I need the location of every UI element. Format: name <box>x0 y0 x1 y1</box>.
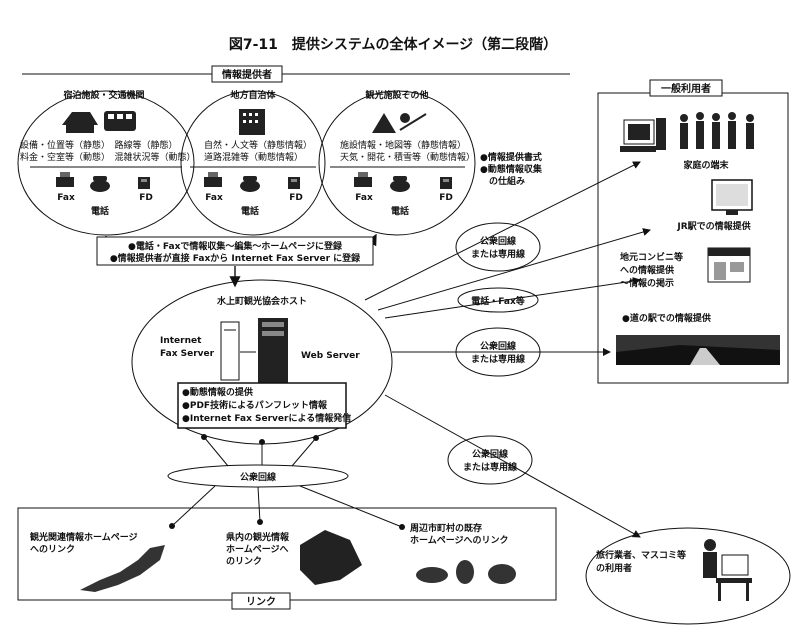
device-label-phone: 電話 <box>241 205 259 217</box>
convenience-store-icon <box>707 247 751 283</box>
collection-note-1: ●電話・Faxで情報収集～編集～ホームページに登録 <box>128 240 343 252</box>
phone-icon <box>240 176 260 192</box>
convenience-label-2: への情報提供 <box>620 264 674 276</box>
general-users-label: 一般利用者 <box>661 82 711 95</box>
phone-icon <box>90 176 110 192</box>
link-item-3-line-2: ホームページへのリンク <box>410 535 509 546</box>
channel-label-2-line-2: または専用線 <box>471 353 525 365</box>
provider-name-lodging: 宿泊施設・交通機関 <box>63 89 144 101</box>
web-server-icon <box>258 318 288 384</box>
device-label-fax: Fax <box>205 193 223 203</box>
device-label-fd: FD <box>289 193 303 203</box>
provider-line-lodging-1: 設備・位置等（静態） 路線等（静態） <box>20 139 178 151</box>
general-users-label-box <box>649 79 723 97</box>
office-worker-icon <box>703 539 752 601</box>
office-building-icon <box>239 109 265 135</box>
providers-label-box <box>211 65 283 83</box>
provider-note-1: ●情報提供書式 <box>480 151 542 163</box>
municipality-map-icon <box>416 567 448 583</box>
web-server-label: Web Server <box>301 351 360 361</box>
fax-server-icon <box>220 321 240 381</box>
channel-ellipse-public-1 <box>455 222 541 272</box>
link-item-2-line-3: のリンク <box>226 556 262 567</box>
arrow-to-home-terminal <box>364 161 641 301</box>
arrow-to-convenience-store <box>384 277 641 319</box>
ski-tourism-icon <box>372 113 427 133</box>
device-label-phone: 電話 <box>391 205 409 217</box>
convenience-label-1: 地元コンビニ等 <box>620 251 683 263</box>
fax-icon <box>354 172 372 187</box>
floppy-disk-icon <box>288 177 300 189</box>
provider-ellipse-tourism <box>318 90 476 236</box>
provider-note-3: の仕組み <box>480 175 525 187</box>
host-services-box <box>177 382 347 429</box>
business-users-label-1: 旅行業者、マスコミ等 <box>596 549 686 561</box>
device-label-fd: FD <box>139 193 153 203</box>
japan-map-icon <box>80 545 165 592</box>
hotel-icon <box>62 112 98 133</box>
channel-label-1-line-2: または専用線 <box>471 248 525 260</box>
public-line-label: 公衆回線 <box>240 471 276 483</box>
channel-label-3-line-2: または専用線 <box>463 461 517 473</box>
home-terminal-label: 家庭の端末 <box>683 159 729 171</box>
host-service-1: ●動態情報の提供 <box>182 386 253 398</box>
fax-server-label-1: Internet <box>160 336 202 346</box>
providers-label: 情報提供者 <box>222 68 272 81</box>
channel-label-2-line-1: 公衆回線 <box>480 340 516 352</box>
collection-notes-box <box>96 236 374 266</box>
jr-station-label: JR駅での情報提供 <box>676 220 750 232</box>
business-users-label-2: の利用者 <box>596 562 632 574</box>
provider-line-tourism-1: 施設情報・地図等（静態情報） <box>340 139 466 151</box>
device-label-fax: Fax <box>355 193 373 203</box>
floppy-disk-icon <box>440 177 452 189</box>
road-landscape-icon <box>616 335 780 365</box>
link-item-1-line-1: 観光関連情報ホームページ <box>30 531 138 543</box>
host-service-2: ●PDF技術によるパンフレット情報 <box>182 399 328 411</box>
arrow-to-business-users <box>384 394 641 538</box>
provider-line-government-2: 道路混雑等（動態情報） <box>204 151 303 163</box>
device-label-fax: Fax <box>57 193 75 203</box>
provider-line-tourism-2: 天気・開花・積雪等（動態情報） <box>340 151 475 163</box>
device-label-phone: 電話 <box>91 205 109 217</box>
link-item-1-line-2: へのリンク <box>30 544 75 555</box>
convenience-label-3: ～情報の掲示 <box>620 277 674 289</box>
fax-icon <box>204 172 222 187</box>
municipality-map-icon <box>488 564 516 584</box>
floppy-disk-icon <box>138 177 150 189</box>
link-item-3-line-1: 周辺市町村の既存 <box>410 522 482 534</box>
fax-server-label-2: Fax Server <box>160 349 215 359</box>
train-icon <box>104 111 136 131</box>
municipality-map-icon <box>456 560 474 584</box>
people-icon <box>680 112 754 149</box>
business-users-ellipse <box>585 527 791 625</box>
host-service-3: ●Internet Fax Serverによる情報発信 <box>182 412 351 424</box>
channel-ellipse-phone-fax <box>457 287 539 313</box>
provider-ellipse-government <box>180 90 326 236</box>
station-monitor-icon <box>711 179 753 215</box>
channel-ellipse-public-3 <box>447 435 533 485</box>
provider-line-lodging-2: 料金・空室等（動態） 混雑状況等（動態） <box>20 151 196 163</box>
link-item-2-line-2: ホームページへ <box>226 544 289 555</box>
home-computer-icon <box>620 118 666 152</box>
arrow-to-jr-station <box>377 228 651 311</box>
diagram-title: 図7-11 提供システムの全体イメージ（第二段階） <box>229 36 557 53</box>
provider-name-tourism: 観光施設その他 <box>365 89 428 101</box>
provider-line-government-1: 自然・人文等（静態情報） <box>204 139 312 151</box>
provider-note-2: ●動態情報収集 <box>480 163 543 175</box>
links-label-box <box>231 592 291 610</box>
phone-icon <box>390 176 410 192</box>
prefecture-map-icon <box>300 530 362 585</box>
host-label: 水上町観光協会ホスト <box>217 295 307 307</box>
provider-ellipse-lodging <box>17 90 195 236</box>
device-label-fd: FD <box>439 193 453 203</box>
links-label: リンク <box>246 596 276 608</box>
michi-no-eki-label: ●道の駅での情報提供 <box>622 312 711 324</box>
fax-icon <box>56 172 74 187</box>
channel-label-1-line-1: 公衆回線 <box>480 235 516 247</box>
link-item-2-line-1: 県内の観光情報 <box>226 531 290 543</box>
collection-note-2: ●情報提供者が直接 Faxから Internet Fax Server に登録 <box>110 252 361 264</box>
provider-name-government: 地方自治体 <box>230 89 276 101</box>
